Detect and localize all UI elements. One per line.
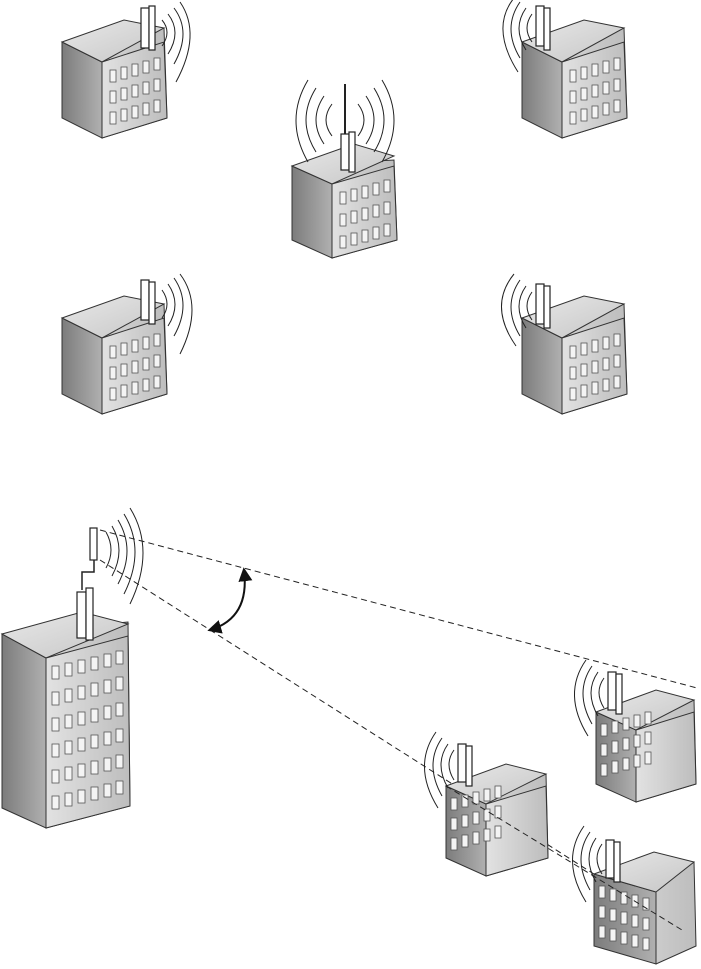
- remote-building-3: [572, 826, 696, 964]
- radio-waves-right: [162, 2, 190, 82]
- building-top-left: [62, 2, 190, 138]
- remote-building-1: [574, 660, 696, 802]
- building-top-right: [503, 0, 627, 138]
- top-panel: [62, 0, 627, 414]
- antenna: [536, 6, 550, 50]
- beam-angle-arrow: [210, 570, 245, 630]
- antenna: [606, 840, 620, 882]
- building-middle-right: [501, 274, 627, 414]
- antenna-mast: [341, 84, 355, 172]
- remote-building-2: [424, 732, 548, 876]
- hub-building: [2, 508, 143, 828]
- building-middle-left: [62, 274, 192, 414]
- antenna: [536, 284, 550, 328]
- antenna: [458, 744, 472, 786]
- radio-waves-right: [162, 274, 192, 354]
- building-top-center: [292, 80, 397, 258]
- antenna: [141, 6, 155, 50]
- antenna: [141, 280, 155, 324]
- bottom-panel: [2, 508, 697, 964]
- antenna: [608, 672, 622, 714]
- beam-upper-edge: [100, 530, 697, 688]
- building-side-face: [2, 634, 46, 828]
- radio-waves-hub: [106, 508, 143, 604]
